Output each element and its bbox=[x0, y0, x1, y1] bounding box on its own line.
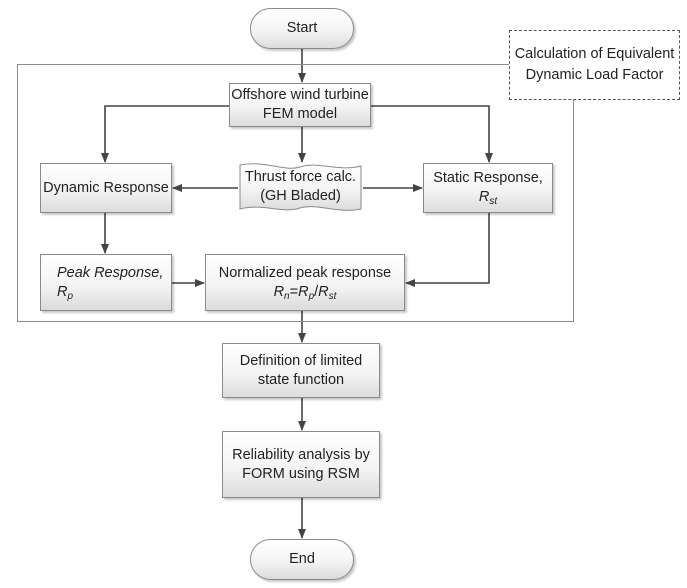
limit-state-line-1: Definition of limited bbox=[239, 352, 363, 369]
peak-response-symbol: Rp bbox=[57, 283, 73, 302]
static-symbol-r: R bbox=[478, 189, 490, 205]
limit-state-line-2: state function bbox=[257, 371, 345, 388]
annotation-line-1: Calculation of Equivalent bbox=[514, 46, 675, 62]
dynamic-response-label: Dynamic Response bbox=[43, 179, 169, 196]
end-node: End bbox=[250, 539, 354, 580]
thrust-force-node: Thrust force calc. (GH Bladed) bbox=[238, 163, 363, 211]
group-annotation-box: Calculation of Equivalent Dynamic Load F… bbox=[509, 30, 680, 100]
static-response-line-1: Static Response, bbox=[433, 170, 543, 186]
peak-response-line-1: Peak Response, bbox=[57, 264, 164, 281]
document-shape bbox=[239, 163, 362, 211]
peak-response-node: Peak Response, Rp bbox=[40, 254, 172, 311]
normalized-peak-node: Normalized peak response Rn=Rp/Rst bbox=[205, 254, 405, 311]
normalized-line-1: Normalized peak response bbox=[218, 264, 392, 281]
fem-model-line-1: Offshore wind turbine bbox=[231, 87, 369, 103]
thrust-line-1: Thrust force calc. bbox=[244, 169, 357, 185]
edge-static-to-normalized bbox=[405, 213, 490, 287]
fem-model-node: Offshore wind turbine FEM model bbox=[229, 83, 371, 127]
start-label: Start bbox=[286, 20, 318, 36]
static-response-node: Static Response, Rst bbox=[423, 163, 553, 213]
fem-model-line-2: FEM model bbox=[262, 106, 338, 122]
peak-symbol-r: R bbox=[57, 283, 68, 300]
static-response-symbol: Rst bbox=[479, 188, 497, 207]
dynamic-response-node: Dynamic Response bbox=[40, 163, 172, 213]
reliability-analysis-node: Reliability analysis by FORM using RSM bbox=[222, 431, 380, 498]
normalized-formula: Rn=Rp/Rst bbox=[273, 283, 337, 302]
thrust-line-2: (GH Bladed) bbox=[260, 188, 341, 204]
static-symbol-sub: st bbox=[489, 196, 498, 207]
start-node: Start bbox=[250, 8, 354, 49]
limit-state-node: Definition of limited state function bbox=[222, 343, 380, 398]
edge-fem-to-static bbox=[371, 105, 493, 163]
edge-fem-to-dynamic bbox=[101, 105, 229, 163]
peak-symbol-sub: p bbox=[67, 290, 74, 302]
annotation-line-2: Dynamic Load Factor bbox=[525, 67, 664, 83]
dynamic-load-factor-group-frame bbox=[17, 64, 574, 322]
end-label: End bbox=[289, 551, 315, 567]
reliability-line-1: Reliability analysis by bbox=[232, 446, 370, 463]
reliability-line-2: FORM using RSM bbox=[242, 465, 360, 482]
